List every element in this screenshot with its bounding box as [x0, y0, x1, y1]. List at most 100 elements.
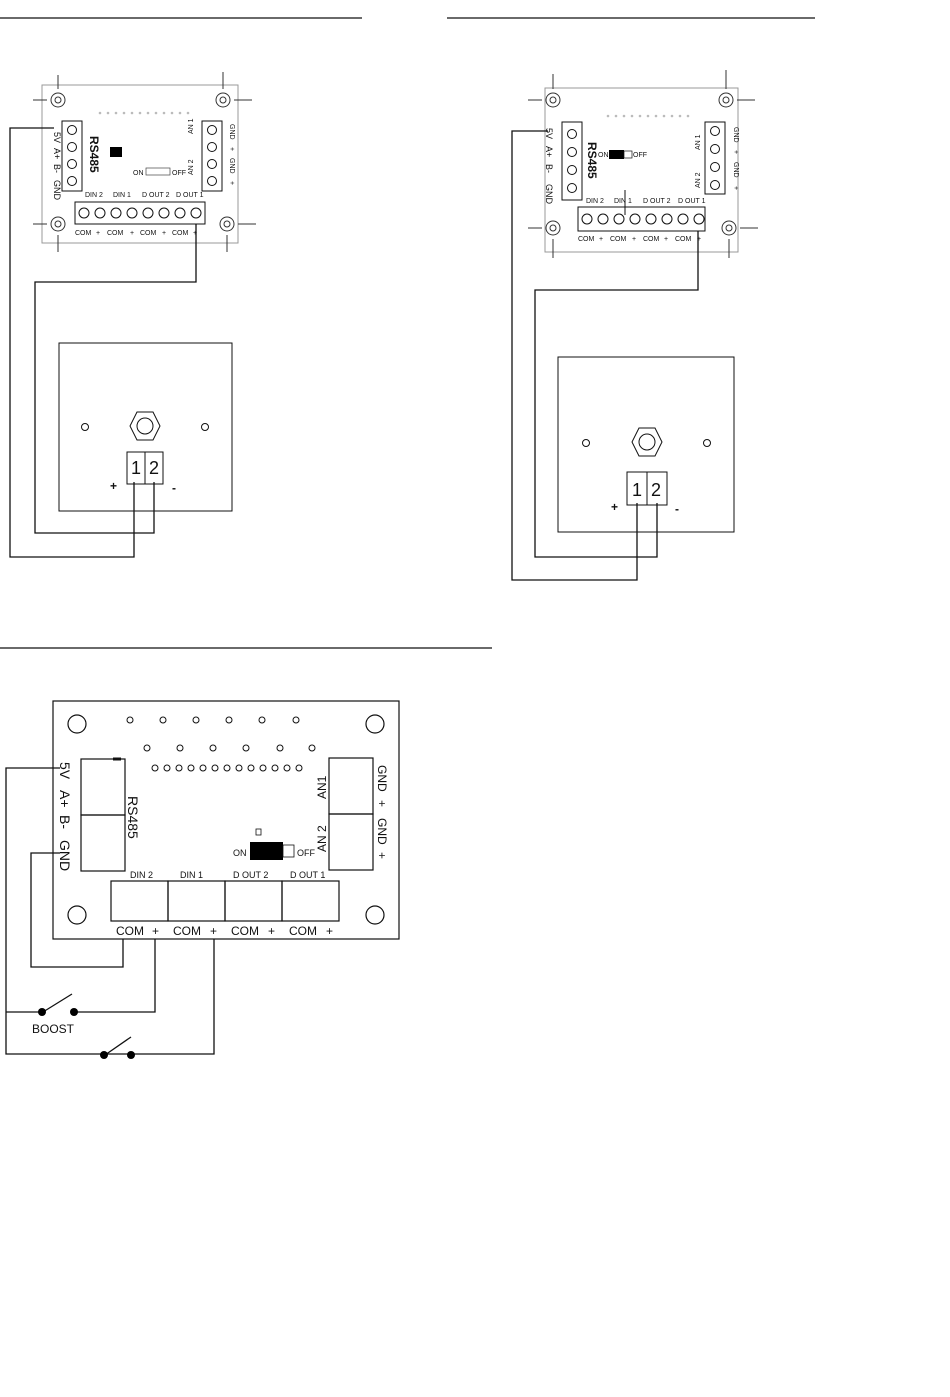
bottom-label-b-com1: COM [578, 236, 595, 243]
diagram-a [9, 72, 256, 558]
pin-a-gnd: GND [52, 180, 62, 201]
bottom-label-a-plus3: + [162, 230, 166, 237]
pin-c-5v: 5V [57, 762, 73, 780]
bottom-label-c-plus4: + [326, 924, 333, 938]
bottom-label-c-com4: COM [289, 924, 317, 938]
sensor-minus-a: - [172, 481, 176, 495]
an-pin-b-plus1: + [732, 150, 739, 154]
an-pin-b-gnd2: GND [732, 162, 739, 178]
wire-b-5v [511, 130, 638, 581]
an1-label-a: AN 1 [188, 118, 195, 134]
an2-label-c: AN 2 [315, 825, 329, 852]
sensor-terminal-a-2: 2 [149, 458, 159, 478]
pin-a-bminus: B- [52, 164, 62, 173]
sensor-plus-a: + [110, 479, 117, 493]
pin-b-bminus: B- [544, 164, 554, 173]
diagram-a-labels: 5V A+ B- GND RS485 AN 1 AN 2 GND + GND +… [52, 118, 235, 495]
an-pin-b-plus2: + [732, 186, 739, 190]
dip-switch-b [609, 150, 624, 159]
dip-switch-a [145, 167, 171, 176]
switch-off-b: OFF [633, 152, 647, 159]
sensor-terminal-b-1: 1 [632, 480, 642, 500]
pin-b-gnd: GND [544, 184, 554, 205]
diagram-c [5, 700, 400, 1059]
an-pin-a-gnd2: GND [228, 158, 235, 174]
an-pin-c-plus1: + [375, 800, 389, 807]
board-b [544, 87, 739, 253]
an1-label-c: AN1 [315, 775, 329, 799]
top-label-c-dout2: D OUT 2 [233, 870, 268, 880]
top-label-b-din1: DIN 1 [614, 198, 632, 205]
wire-a-com [34, 224, 197, 534]
an-pin-b-gnd1: GND [732, 127, 739, 143]
board-a [41, 84, 239, 244]
bus-label-c: RS485 [125, 796, 141, 839]
chip-a [110, 147, 122, 157]
bottom-label-c-plus3: + [268, 924, 275, 938]
bottom-label-c-plus2: + [210, 924, 217, 938]
wire-b-com [534, 231, 699, 558]
top-label-c-din2: DIN 2 [130, 870, 153, 880]
switch-on-a: ON [133, 170, 144, 177]
top-label-c-dout1: D OUT 1 [290, 870, 325, 880]
bottom-label-b-com2: COM [610, 236, 627, 243]
wire-a-5v [9, 127, 135, 558]
an-pin-a-plus2: + [228, 181, 235, 185]
bottom-label-b-plus1: + [599, 236, 603, 243]
pin-b-5v: 5V [544, 128, 554, 139]
sensor-box-a [58, 342, 233, 512]
diagram-b-labels: 5V A+ B- GND RS485 AN 1 AN 2 GND + GND +… [544, 127, 739, 516]
an-pin-a-gnd1: GND [228, 124, 235, 140]
top-label-b-dout2: D OUT 2 [643, 198, 671, 205]
bottom-label-c-com2: COM [173, 924, 201, 938]
an-pin-c-gnd1: GND [375, 765, 389, 792]
bottom-label-a-plus1: + [96, 230, 100, 237]
bottom-label-c-plus1: + [152, 924, 159, 938]
sensor-terminal-a-1: 1 [131, 458, 141, 478]
bottom-label-a-com4: COM [172, 230, 189, 237]
pin-c-gnd: GND [57, 840, 73, 871]
an2-label-a: AN 2 [188, 159, 195, 175]
boost-label: BOOST [32, 1022, 75, 1036]
boost-switch-lever [42, 993, 73, 1013]
bus-label-b: RS485 [585, 142, 599, 179]
an1-label-b: AN 1 [695, 134, 702, 150]
din1-switch-lever [104, 1036, 132, 1056]
wire-c-5v [5, 767, 215, 1055]
sensor-box-b [557, 356, 735, 533]
bottom-label-a-com2: COM [107, 230, 124, 237]
switch-off-c: OFF [297, 848, 315, 858]
an-pin-c-gnd2: GND [375, 818, 389, 845]
diagram-b [511, 70, 758, 581]
sensor-minus-b: - [675, 502, 679, 516]
wire-c-gnd [30, 852, 124, 968]
top-label-a-dout1: D OUT 1 [176, 192, 204, 199]
switch-on-b: ON [598, 152, 609, 159]
diagram-c-labels: 5V A+ B- GND RS485 AN1 AN 2 GND + GND + … [32, 762, 389, 1036]
an-pin-a-plus1: + [228, 147, 235, 151]
top-label-c-din1: DIN 1 [180, 870, 203, 880]
bottom-label-c-com1: COM [116, 924, 144, 938]
bottom-label-b-plus3: + [664, 236, 668, 243]
sensor-plus-b: + [611, 500, 618, 514]
bus-label-a: RS485 [87, 136, 101, 173]
top-label-b-din2: DIN 2 [586, 198, 604, 205]
top-label-b-dout1: D OUT 1 [678, 198, 706, 205]
top-label-a-din2: DIN 2 [85, 192, 103, 199]
bottom-label-a-com1: COM [75, 230, 92, 237]
bottom-label-a-plus4: + [193, 230, 197, 237]
top-label-a-dout2: D OUT 2 [142, 192, 170, 199]
pin-c-bminus: B- [57, 815, 73, 829]
bottom-label-a-plus2: + [130, 230, 134, 237]
bottom-label-b-plus2: + [632, 236, 636, 243]
pin-c-aplus: A+ [57, 790, 73, 808]
bottom-label-b-com3: COM [643, 236, 660, 243]
an2-label-b: AN 2 [695, 172, 702, 188]
switch-off-a: OFF [172, 170, 186, 177]
bottom-label-a-com3: COM [140, 230, 157, 237]
bottom-label-b-com4: COM [675, 236, 692, 243]
dip-switch-c [250, 842, 283, 860]
an-pin-c-plus2: + [375, 852, 389, 859]
sensor-terminal-b-2: 2 [651, 480, 661, 500]
